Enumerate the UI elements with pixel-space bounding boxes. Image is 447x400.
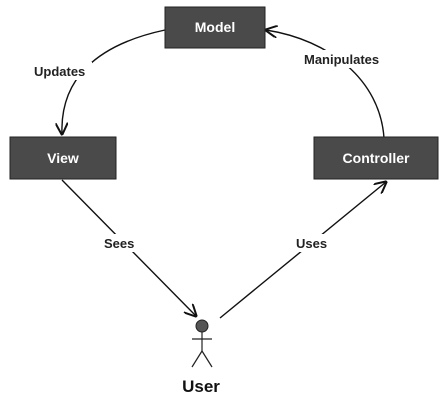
edge-label-manipulates: Manipulates bbox=[300, 50, 404, 68]
model-box: Model bbox=[164, 6, 266, 49]
controller-box: Controller bbox=[313, 136, 439, 180]
edge-label-updates: Updates bbox=[30, 62, 92, 80]
edge-label-sees: Sees bbox=[101, 234, 145, 252]
model-label: Model bbox=[195, 19, 235, 35]
user-actor-icon bbox=[191, 319, 213, 368]
svg-text:Manipulates: Manipulates bbox=[304, 52, 379, 67]
edge-label-uses: Uses bbox=[293, 234, 337, 252]
svg-text:Uses: Uses bbox=[296, 236, 327, 251]
view-label: View bbox=[47, 150, 79, 166]
svg-text:Updates: Updates bbox=[34, 64, 85, 79]
edge-updates bbox=[62, 29, 166, 134]
controller-label: Controller bbox=[343, 150, 410, 166]
user-label: User bbox=[182, 377, 220, 396]
edge-manipulates bbox=[266, 30, 385, 139]
svg-text:Sees: Sees bbox=[104, 236, 134, 251]
view-box: View bbox=[9, 136, 117, 180]
